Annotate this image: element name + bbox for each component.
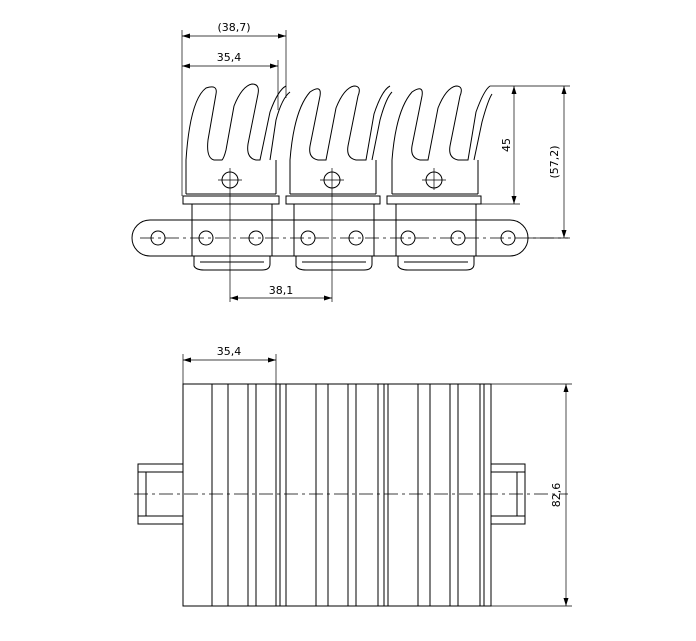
dimension-top-inner: 35,4 [182, 51, 279, 110]
dimension-total-height: (57,2) [520, 85, 570, 239]
dimension-plan-width: 35,4 [182, 345, 277, 384]
dimension-top-outer: (38,7) [181, 21, 287, 196]
chain-module-3 [386, 85, 493, 205]
dim-label-inner-width: 35,4 [217, 51, 242, 64]
chain-link-bar [131, 203, 568, 271]
dim-label-total-height: (57,2) [548, 145, 561, 178]
dim-label-pitch: 38,1 [269, 284, 294, 297]
dimension-finger-height: 45 [480, 85, 520, 205]
dim-label-outer-width: (38,7) [217, 21, 250, 34]
dim-label-plan-width: 35,4 [217, 345, 242, 358]
dim-label-finger-height: 45 [500, 138, 513, 152]
chain-module-2 [285, 85, 393, 205]
dim-label-plan-length: 82,6 [550, 483, 563, 508]
chain-module-1 [182, 83, 291, 205]
plan-view: 35,4 82,6 [134, 345, 572, 607]
side-view: (38,7) 35,4 45 (57,2) [131, 21, 570, 302]
dimension-pitch: 38,1 [230, 284, 332, 301]
dimension-plan-length: 82,6 [491, 383, 572, 607]
